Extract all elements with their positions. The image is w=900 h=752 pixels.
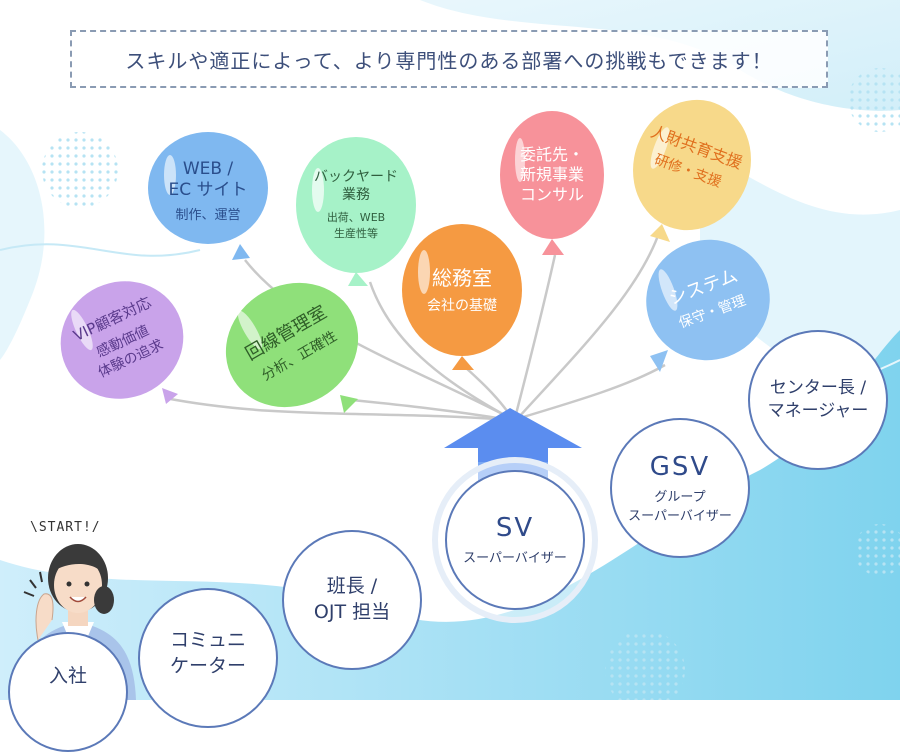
step-label: SV bbox=[495, 513, 535, 544]
step-center-manager: センター長 / マネージャー bbox=[748, 330, 888, 470]
sv-halo-ring bbox=[432, 457, 598, 623]
string-itaku bbox=[513, 254, 557, 419]
step-label: コミュニ ケーター bbox=[169, 629, 246, 677]
step-label: GSV bbox=[649, 451, 711, 482]
balloon-label-itaku: 委託先・ 新規事業 コンサル bbox=[500, 130, 604, 220]
step-label: 班長 / OJT 担当 bbox=[313, 575, 391, 623]
balloon-title: 総務室 bbox=[432, 265, 492, 290]
string-web bbox=[244, 259, 511, 420]
string-vip bbox=[164, 396, 511, 422]
string-kaisen bbox=[351, 398, 511, 422]
balloon-title: 委託先・ 新規事業 コンサル bbox=[519, 145, 584, 204]
step-label: 入社 bbox=[48, 665, 87, 687]
step-hancho-ojt: 班長 / OJT 担当 bbox=[282, 530, 422, 670]
balloon-strings bbox=[164, 229, 666, 422]
step-gsv: GSV グループ スーパーバイザー bbox=[610, 418, 750, 558]
step-nyusha: 入社 bbox=[8, 632, 128, 752]
balloon-backyard bbox=[296, 137, 416, 286]
balloon-kaisen bbox=[225, 282, 359, 413]
string-soumu bbox=[465, 367, 514, 419]
balloon-subtitle: 制作、運営 bbox=[175, 208, 241, 224]
balloons bbox=[60, 99, 770, 413]
step-communicator: コミュニ ケーター bbox=[138, 588, 278, 728]
bg-dots-1 bbox=[42, 132, 118, 208]
balloon-subtitle: 出荷、WEB 生産性等 bbox=[326, 211, 386, 240]
balloon-label-web: WEB / EC サイト 制作、運営 bbox=[150, 142, 266, 242]
step-sv: SV スーパーバイザー bbox=[445, 470, 585, 610]
headline-banner: スキルや適正によって、より専門性のある部署への挑戦もできます！ bbox=[70, 30, 828, 88]
balloon-vip bbox=[60, 281, 184, 404]
balloon-jinzai bbox=[633, 99, 751, 242]
bg-dots-2 bbox=[848, 68, 900, 132]
bg-wave-line-1 bbox=[0, 243, 201, 257]
balloon-label-backyard: バックヤード 業務 出荷、WEB 生産性等 bbox=[298, 150, 414, 260]
string-jinzai bbox=[517, 229, 662, 419]
bg-dots-4 bbox=[854, 524, 900, 576]
step-sublabel: グループ スーパーバイザー bbox=[628, 489, 732, 524]
bg-dots-3 bbox=[605, 630, 685, 700]
balloon-soumu bbox=[402, 224, 522, 370]
balloon-itaku bbox=[500, 111, 604, 255]
balloon-web bbox=[148, 132, 268, 260]
step-sublabel: スーパーバイザー bbox=[463, 551, 567, 567]
balloon-title: WEB / EC サイト bbox=[168, 158, 248, 200]
balloon-system bbox=[646, 239, 770, 372]
balloon-label-soumu: 総務室 会社の基礎 bbox=[404, 246, 520, 336]
balloon-title: バックヤード 業務 bbox=[314, 169, 398, 203]
string-system bbox=[519, 363, 666, 420]
balloon-subtitle: 会社の基礎 bbox=[427, 297, 497, 314]
string-backyard bbox=[368, 281, 511, 420]
step-label: センター長 / マネージャー bbox=[767, 378, 869, 421]
start-label: \START!/ bbox=[30, 520, 101, 535]
